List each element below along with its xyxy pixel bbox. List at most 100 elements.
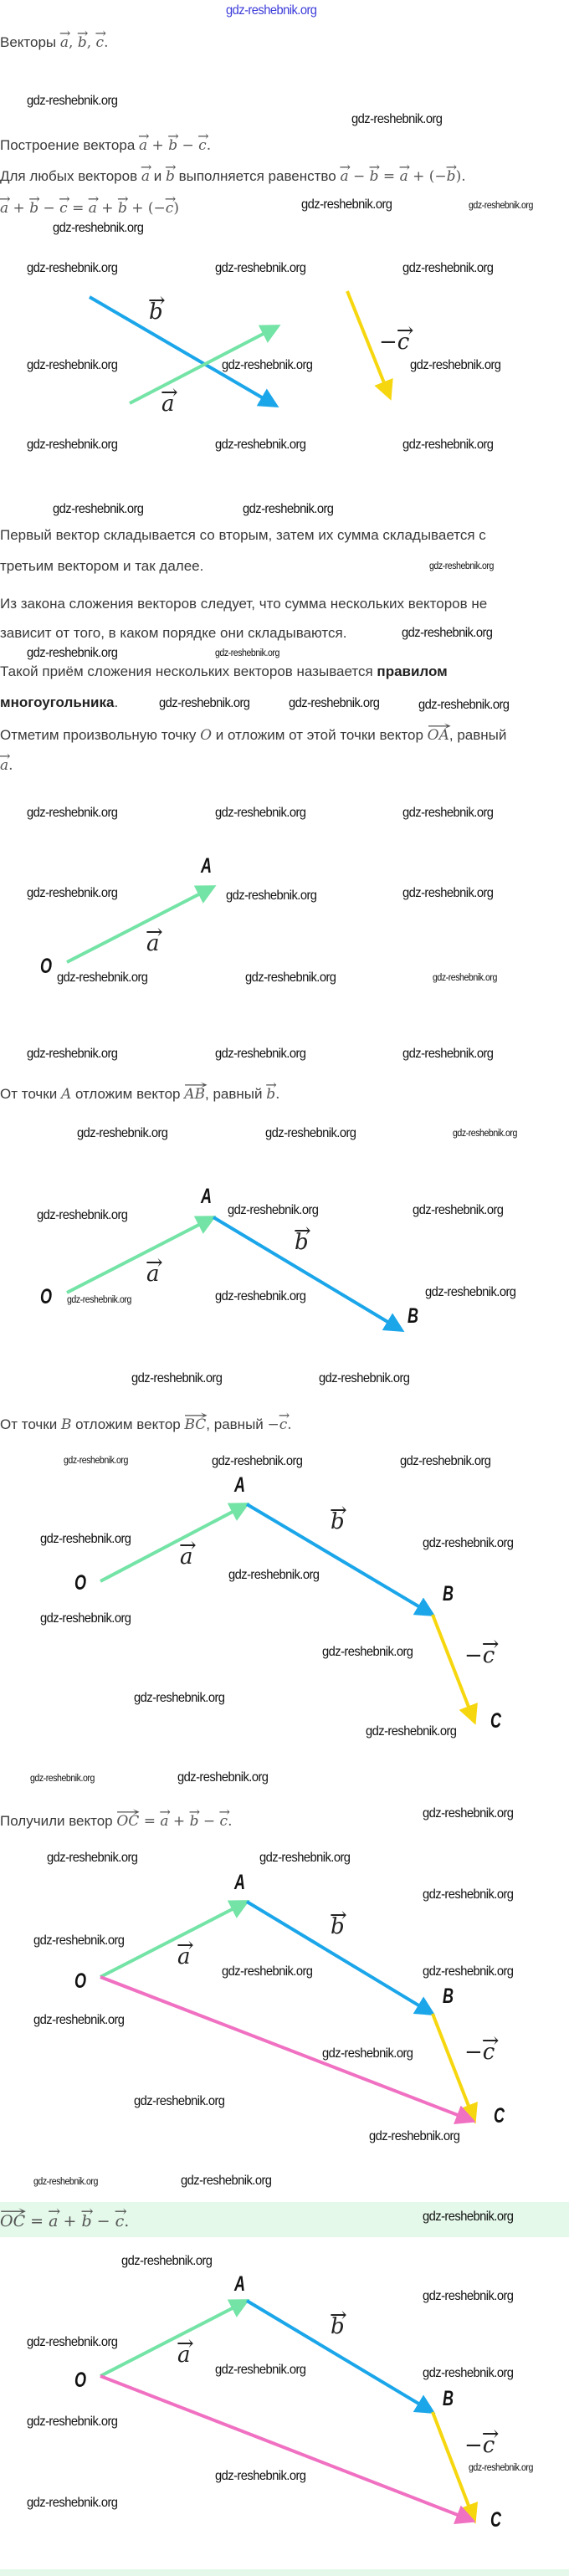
vector-b: b xyxy=(148,288,165,325)
vector-symbol: b xyxy=(446,158,457,186)
paragraph-1-line-1: Первый вектор складывается со вторым, за… xyxy=(0,526,486,545)
vector-b: b xyxy=(330,1903,346,1939)
watermark: gdz-reshebnik.org xyxy=(413,1203,504,1217)
math-operator: , xyxy=(86,34,96,51)
watermark: gdz-reshebnik.org xyxy=(40,1611,131,1626)
label-vector-neg-c: −c xyxy=(379,318,413,355)
watermark: gdz-reshebnik.org xyxy=(369,2129,460,2143)
watermark: gdz-reshebnik.org xyxy=(425,1285,516,1299)
answer-highlight xyxy=(0,2202,569,2237)
vector-symbol: b xyxy=(80,2203,93,2230)
math-operator: ) xyxy=(173,200,179,217)
watermark: gdz-reshebnik.org xyxy=(27,94,118,108)
vector-symbol: c xyxy=(197,127,208,155)
math-operator: . xyxy=(275,1086,280,1103)
watermark: gdz-reshebnik.org xyxy=(53,221,144,235)
vector-symbol: a xyxy=(88,190,100,218)
vector-symbol: OC xyxy=(116,1807,139,1831)
watermark: gdz-reshebnik.org xyxy=(402,626,493,640)
vector-a: a xyxy=(161,380,177,417)
watermark: gdz-reshebnik.org xyxy=(228,1568,320,1582)
math-point: O xyxy=(200,727,213,744)
vector-symbol: a xyxy=(0,190,11,218)
vector-a: a xyxy=(177,2331,193,2368)
math-operator: . xyxy=(228,1813,233,1830)
label-vector-a: a xyxy=(177,2331,193,2368)
watermark: gdz-reshebnik.org xyxy=(319,1371,410,1385)
construction-heading: Построение вектора a + b − c. xyxy=(0,127,211,155)
vector-oa-arrow xyxy=(100,1900,250,1979)
vector-symbol: OC xyxy=(0,2207,25,2230)
watermark: gdz-reshebnik.org xyxy=(402,438,494,452)
watermark: gdz-reshebnik.org xyxy=(222,1964,313,1979)
paragraph-2-line-2: зависит от того, в каком порядке они скл… xyxy=(0,624,346,643)
watermark: gdz-reshebnik.org xyxy=(423,2366,514,2380)
minus-sign: − xyxy=(379,330,397,355)
watermark: gdz-reshebnik.org xyxy=(423,2210,514,2224)
watermark: gdz-reshebnik.org xyxy=(131,1371,223,1385)
label-vector-b: b xyxy=(330,2302,346,2339)
label-vector-a: a xyxy=(146,919,162,956)
bottom-band xyxy=(0,2569,569,2576)
math-operator: − xyxy=(267,1416,279,1433)
equation-line: a + b − c = a + b + (−c) xyxy=(0,190,179,218)
vector-oa-arrow xyxy=(100,1503,250,1583)
vector-symbol: b xyxy=(265,1076,276,1104)
vector-symbol: c xyxy=(59,190,69,218)
math-operator: ). xyxy=(455,168,466,185)
step-1-line-1: Отметим произвольную точку O и отложим о… xyxy=(0,721,506,745)
vector-symbol: c xyxy=(219,1803,230,1831)
vector-symbol: b xyxy=(189,1803,200,1831)
text-run: От точки xyxy=(0,1086,61,1102)
text-run: Из закона сложения векторов следует, что… xyxy=(0,596,488,612)
watermark: gdz-reshebnik.org xyxy=(27,2415,118,2429)
watermark: gdz-reshebnik.org xyxy=(215,1047,306,1061)
vector-symbol: BC xyxy=(184,1411,206,1434)
watermark: gdz-reshebnik.org xyxy=(27,261,118,275)
watermark: gdz-reshebnik.org xyxy=(418,698,510,712)
point-o-label: O xyxy=(74,1571,87,1595)
watermark: gdz-reshebnik.org xyxy=(423,1806,514,1821)
label-vector-a: a xyxy=(179,1533,196,1570)
point-a-label: A xyxy=(201,854,213,878)
vector-symbol: a xyxy=(0,747,11,775)
label-vector-b: b xyxy=(330,1498,346,1534)
vector-symbol: c xyxy=(165,190,176,218)
watermark: gdz-reshebnik.org xyxy=(215,806,306,820)
step-3-line: От точки B отложим вектор BC, равный −c. xyxy=(0,1406,292,1434)
watermark: gdz-reshebnik.org xyxy=(134,1691,225,1705)
label-vector-a: a xyxy=(177,1933,193,1969)
vector-symbol: a xyxy=(159,1803,171,1831)
text-run: . xyxy=(114,694,119,710)
step-1-line-2: a. xyxy=(0,747,13,775)
watermark: gdz-reshebnik.org xyxy=(64,1456,128,1466)
point-c-label: C xyxy=(494,2104,505,2128)
watermark: gdz-reshebnik.org xyxy=(366,1724,457,1739)
math-operator: , xyxy=(69,34,78,51)
minus-sign: − xyxy=(464,1643,483,1668)
vector-c: c xyxy=(397,318,413,355)
vector-symbol: a xyxy=(138,127,150,155)
label-vector-neg-c: −c xyxy=(464,2028,499,2065)
point-a-label: A xyxy=(234,2272,246,2296)
paragraph-3-line-1: Такой приём сложения нескольких векторов… xyxy=(0,663,448,681)
watermark: gdz-reshebnik.org xyxy=(27,2496,118,2510)
label-vector-a: a xyxy=(146,1250,162,1287)
point-o-label: O xyxy=(40,1285,53,1308)
watermark: gdz-reshebnik.org xyxy=(423,1536,514,1550)
math-operator: = xyxy=(378,168,400,185)
watermark: gdz-reshebnik.org xyxy=(33,2177,98,2187)
watermark: gdz-reshebnik.org xyxy=(134,2094,225,2108)
paragraph-1-line-2: третьим вектором и так далее. xyxy=(0,557,203,576)
watermark: gdz-reshebnik.org xyxy=(77,1126,168,1140)
vector-a: a xyxy=(177,1933,193,1969)
point-a-label: A xyxy=(234,1871,246,1894)
watermark: gdz-reshebnik.org xyxy=(27,438,118,452)
math-operator: . xyxy=(287,1416,292,1433)
watermark: gdz-reshebnik.org xyxy=(429,561,494,571)
math-operator: = xyxy=(139,1813,161,1830)
watermark: gdz-reshebnik.org xyxy=(453,1129,517,1139)
watermark: gdz-reshebnik.org xyxy=(27,358,118,372)
vector-ab-arrow xyxy=(245,1503,436,1617)
